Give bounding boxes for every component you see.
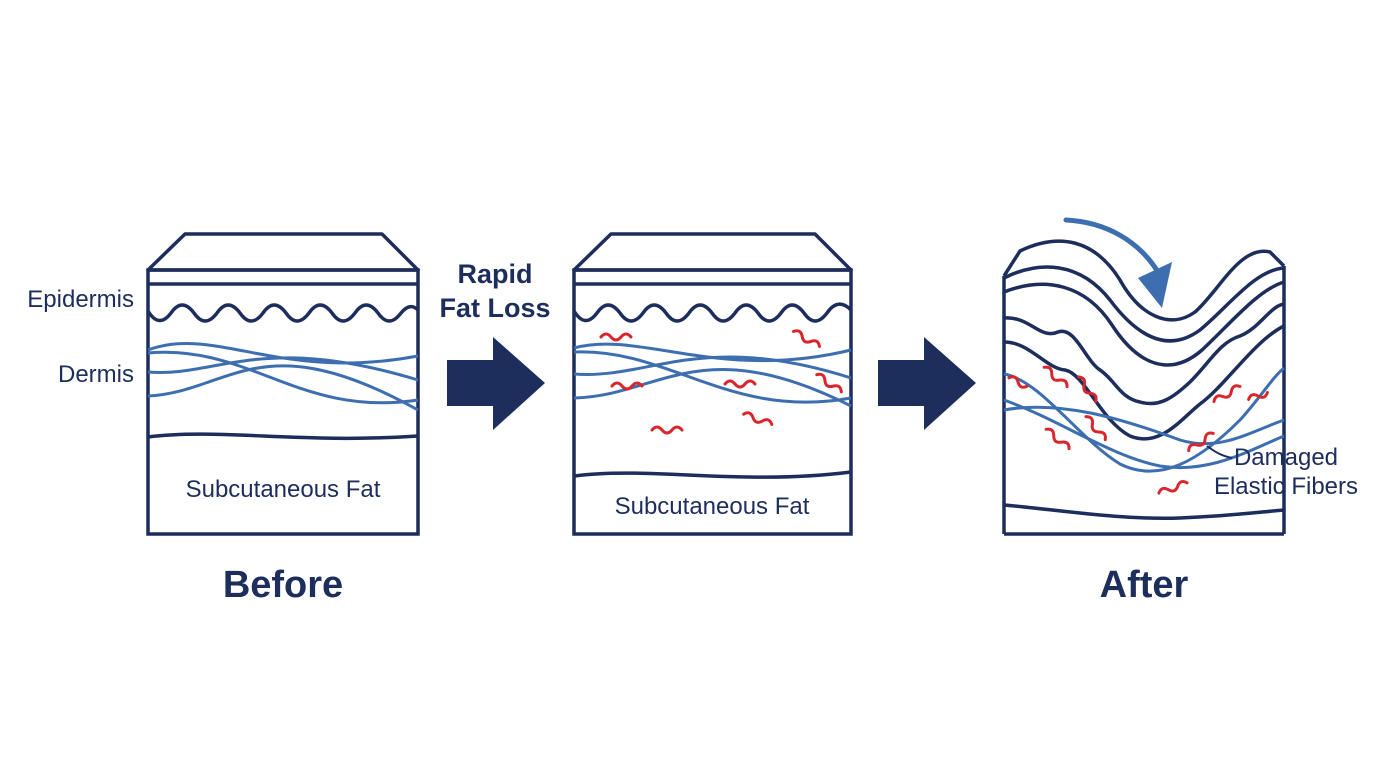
damaged-fiber-squiggle — [742, 411, 774, 426]
middle-elastic-fiber — [573, 350, 852, 404]
damaged-fiber-squiggle — [1084, 415, 1107, 442]
after-epidermis-sag — [1003, 302, 1285, 406]
after-dermis-sag — [1003, 324, 1285, 441]
before-subcutaneous-fat-label: Subcutaneous Fat — [186, 476, 381, 503]
after-elastic-fiber — [1003, 405, 1285, 446]
damaged-fiber-squiggle — [1044, 427, 1071, 451]
after-block-top-face — [1002, 239, 1286, 322]
right-arrow-icon — [878, 337, 976, 430]
damaged-fiber-squiggle — [1212, 384, 1242, 403]
before-skin-block — [146, 232, 420, 536]
before-fat-boundary — [147, 432, 419, 441]
middle-elastic-fiber — [573, 368, 852, 408]
curved-down-arrow-icon — [1063, 217, 1161, 275]
damaged-fibers-leader-line — [1206, 445, 1233, 459]
right-arrow-icon — [447, 337, 545, 430]
after-surface-fold — [1003, 280, 1285, 367]
middle-skin-block — [572, 232, 853, 536]
damaged-fiber-squiggle — [599, 332, 633, 342]
dermis-label: Dermis — [58, 361, 134, 388]
after-caption: After — [1100, 564, 1189, 606]
before-block-outline — [146, 268, 420, 536]
rapid-fat-loss-label-line2: Fat Loss — [439, 293, 550, 323]
after-surface-fold — [1003, 265, 1285, 343]
middle-block-outline — [572, 268, 853, 536]
after-fat-boundary — [1003, 503, 1285, 521]
damaged-fiber-squiggle — [1042, 365, 1069, 389]
before-elastic-fiber — [147, 342, 419, 365]
before-elastic-fiber — [147, 364, 419, 412]
damaged-elastic-fibers-label-line2: Elastic Fibers — [1214, 473, 1358, 500]
middle-damaged-fibers — [599, 329, 843, 435]
damaged-fiber-squiggle — [1187, 431, 1215, 453]
before-block-top-face — [146, 232, 420, 272]
damaged-fiber-squiggle — [1157, 480, 1189, 495]
before-epidermis-wave — [146, 303, 420, 323]
damaged-fiber-squiggle — [815, 372, 843, 394]
curved-down-arrow-head — [1138, 262, 1172, 308]
middle-elastic-fiber — [573, 355, 852, 380]
damaged-fiber-squiggle — [792, 329, 821, 348]
middle-fat-boundary — [573, 470, 852, 479]
damaged-fiber-squiggle — [723, 379, 757, 389]
rapid-fat-loss-label-line1: Rapid — [457, 259, 532, 289]
damaged-elastic-fibers-label-line1: Damaged — [1234, 444, 1338, 471]
damaged-fiber-squiggle — [1007, 375, 1029, 389]
middle-subcutaneous-fat-label: Subcutaneous Fat — [615, 493, 810, 520]
damaged-fiber-squiggle — [650, 425, 684, 435]
before-elastic-fiber — [147, 350, 419, 405]
after-elastic-fiber — [1003, 398, 1285, 470]
epidermis-label: Epidermis — [27, 286, 134, 313]
before-elastic-fiber — [147, 356, 419, 382]
before-caption: Before — [223, 564, 343, 606]
middle-block-top-face — [572, 232, 853, 272]
damaged-fiber-squiggle — [1247, 391, 1269, 401]
damaged-fiber-squiggle — [610, 381, 644, 391]
after-damaged-fibers — [1007, 365, 1269, 495]
middle-epidermis-wave — [572, 302, 853, 323]
damaged-fiber-squiggle — [1076, 375, 1098, 403]
middle-elastic-fiber — [573, 342, 852, 363]
